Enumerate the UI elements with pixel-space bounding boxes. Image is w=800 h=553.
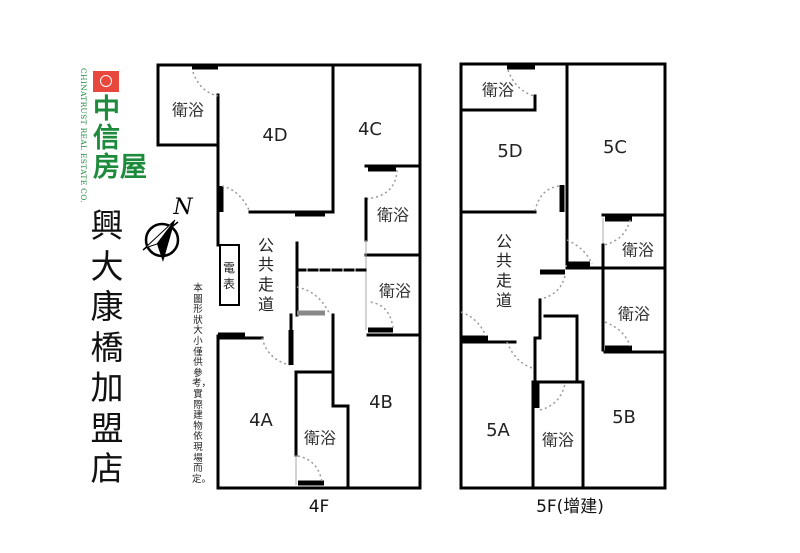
bathroom-4b-label: 衛浴 bbox=[379, 282, 411, 301]
svg-text:共: 共 bbox=[496, 251, 512, 270]
floor-4f-title: 4F bbox=[309, 497, 330, 517]
room-4d-label: 4D bbox=[262, 125, 287, 146]
svg-text:走: 走 bbox=[258, 275, 274, 294]
meter-box bbox=[219, 244, 240, 306]
room-5b-label: 5B bbox=[612, 407, 636, 428]
bathroom-5a-label: 衛浴 bbox=[542, 431, 574, 450]
logo-line-1: 中 bbox=[93, 94, 120, 125]
corridor-5f-label: 公 共 走 道 bbox=[496, 232, 512, 310]
logo-line-3: 房屋 bbox=[93, 152, 147, 183]
logo-mark-icon bbox=[93, 71, 119, 92]
svg-text:道: 道 bbox=[258, 295, 274, 314]
store-char: 大 bbox=[90, 246, 124, 286]
bathroom-4c-label: 衛浴 bbox=[377, 206, 409, 225]
room-4a-label: 4A bbox=[249, 410, 273, 431]
store-char: 橋 bbox=[90, 327, 124, 367]
svg-text:表: 表 bbox=[223, 277, 235, 291]
room-5d-label: 5D bbox=[497, 141, 522, 162]
svg-text:道: 道 bbox=[496, 291, 512, 310]
store-char: 康 bbox=[90, 287, 124, 326]
bathroom-4d-label: 衛浴 bbox=[172, 101, 204, 120]
compass-n-label: N bbox=[172, 195, 193, 220]
svg-text:共: 共 bbox=[258, 255, 274, 274]
logo-line-2: 信 bbox=[93, 123, 120, 154]
logo-chinese-text: 中 信 房屋 bbox=[93, 95, 155, 182]
bathroom-4a-label: 衛浴 bbox=[304, 429, 336, 448]
floor-4f-plan bbox=[156, 63, 422, 490]
room-4b-label: 4B bbox=[369, 392, 393, 413]
svg-text:電: 電 bbox=[223, 261, 235, 275]
floor-5f-plan bbox=[459, 62, 667, 490]
bathroom-5c-label: 衛浴 bbox=[622, 241, 654, 260]
room-5c-label: 5C bbox=[603, 137, 627, 158]
corridor-4f-label: 公 共 走 道 bbox=[258, 236, 274, 314]
bathroom-5b-label: 衛浴 bbox=[618, 305, 650, 324]
store-char: 盟 bbox=[90, 408, 124, 448]
store-name: 興 大 康 橋 加 盟 店 bbox=[82, 206, 132, 490]
meter-label: 電 表 bbox=[223, 261, 235, 291]
svg-text:公: 公 bbox=[258, 236, 274, 255]
svg-text:公: 公 bbox=[496, 232, 512, 251]
disclaimer-note: 本圖形狀大小僅供參考，實際建物依現場而定。 bbox=[192, 283, 212, 485]
floor-5f-title: 5F(增建) bbox=[536, 497, 604, 517]
logo-english-text: CHINATRUST REAL ESTATE CO. bbox=[79, 68, 88, 203]
store-char: 加 bbox=[90, 368, 124, 407]
svg-text:走: 走 bbox=[496, 271, 512, 290]
north-arrow-icon: N bbox=[142, 195, 193, 262]
store-char: 店 bbox=[90, 449, 124, 488]
room-4c-label: 4C bbox=[358, 119, 382, 140]
bathroom-5d-label: 衛浴 bbox=[482, 81, 514, 100]
store-char: 興 bbox=[90, 206, 124, 245]
room-5a-label: 5A bbox=[486, 420, 510, 441]
